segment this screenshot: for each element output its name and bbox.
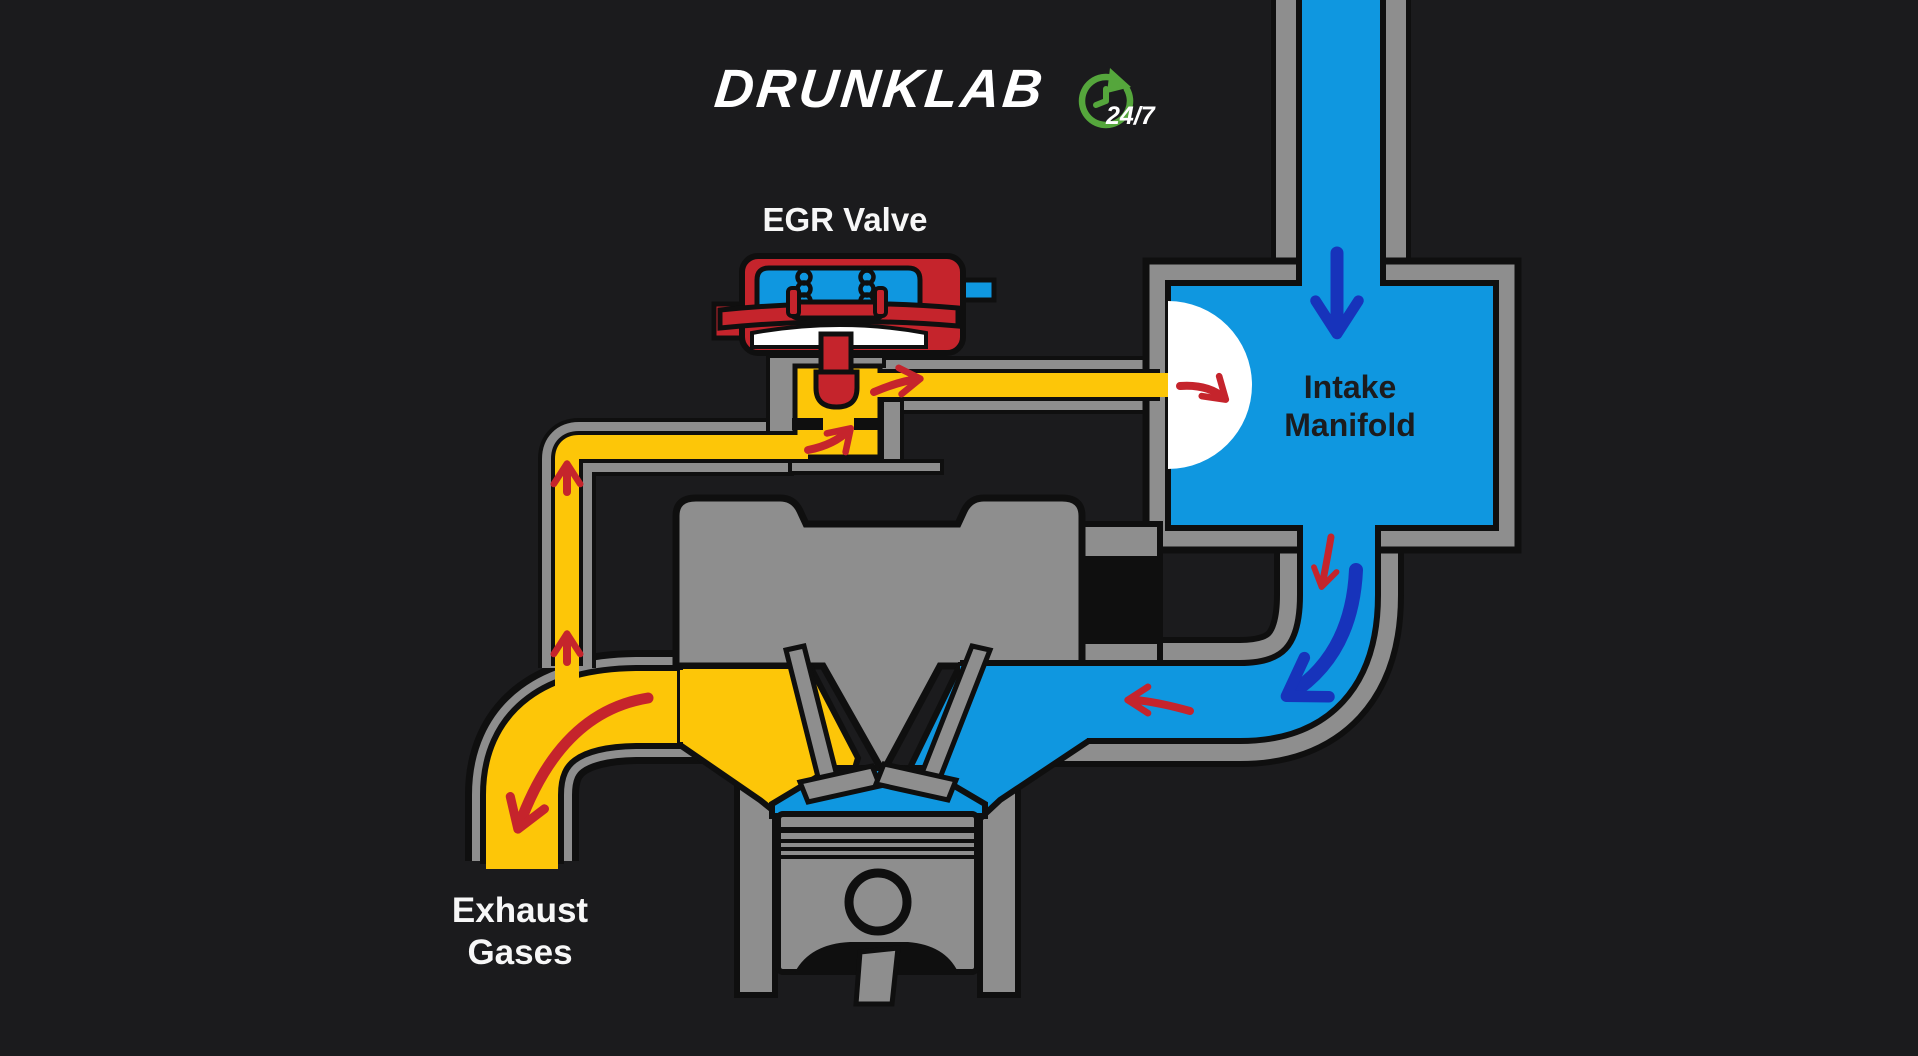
clock-circle-arrow [1078, 73, 1134, 129]
valve-seat-bar-left [792, 418, 823, 430]
egr-plate [787, 299, 887, 321]
clock-24-7-icon [1078, 68, 1134, 129]
egr-pipe-flow [555, 435, 808, 706]
clock-arrowhead [1107, 68, 1131, 93]
label-exhaust-gases: Exhaust Gases [451, 891, 589, 972]
logo-drunklab: DRUNKLAB [711, 59, 1049, 119]
flow-arrows [505, 246, 1364, 834]
arrow-runner-down-big [1280, 563, 1363, 703]
egr-poppet-head [813, 369, 860, 410]
arrow-runner-left-red [1124, 683, 1194, 717]
label-intake-manifold: Intake Manifold [1284, 369, 1416, 444]
arrow-runner-down-red [1311, 533, 1340, 590]
arrow-through-seat [804, 425, 854, 456]
clock-hands [1093, 86, 1109, 108]
wrist-pin [844, 868, 912, 936]
egr-valve [711, 253, 997, 410]
label-egr-valve: EGR Valve [762, 201, 928, 238]
egr-plate-rim-left [786, 286, 801, 318]
valve-seat-bar-right [854, 418, 883, 430]
arrow-exhaust-down [505, 692, 654, 834]
arrow-egr-to-manifold [870, 364, 924, 398]
arrow-into-manifold [1176, 372, 1230, 403]
egr-plate-rim-right [873, 286, 888, 318]
engine-internals [677, 643, 1100, 1007]
intake-valve-head [872, 761, 960, 803]
connecting-rod [853, 945, 901, 1007]
badge-24-7: 24/7 [1106, 102, 1155, 130]
valve-seat-wall-bottom [788, 459, 944, 475]
